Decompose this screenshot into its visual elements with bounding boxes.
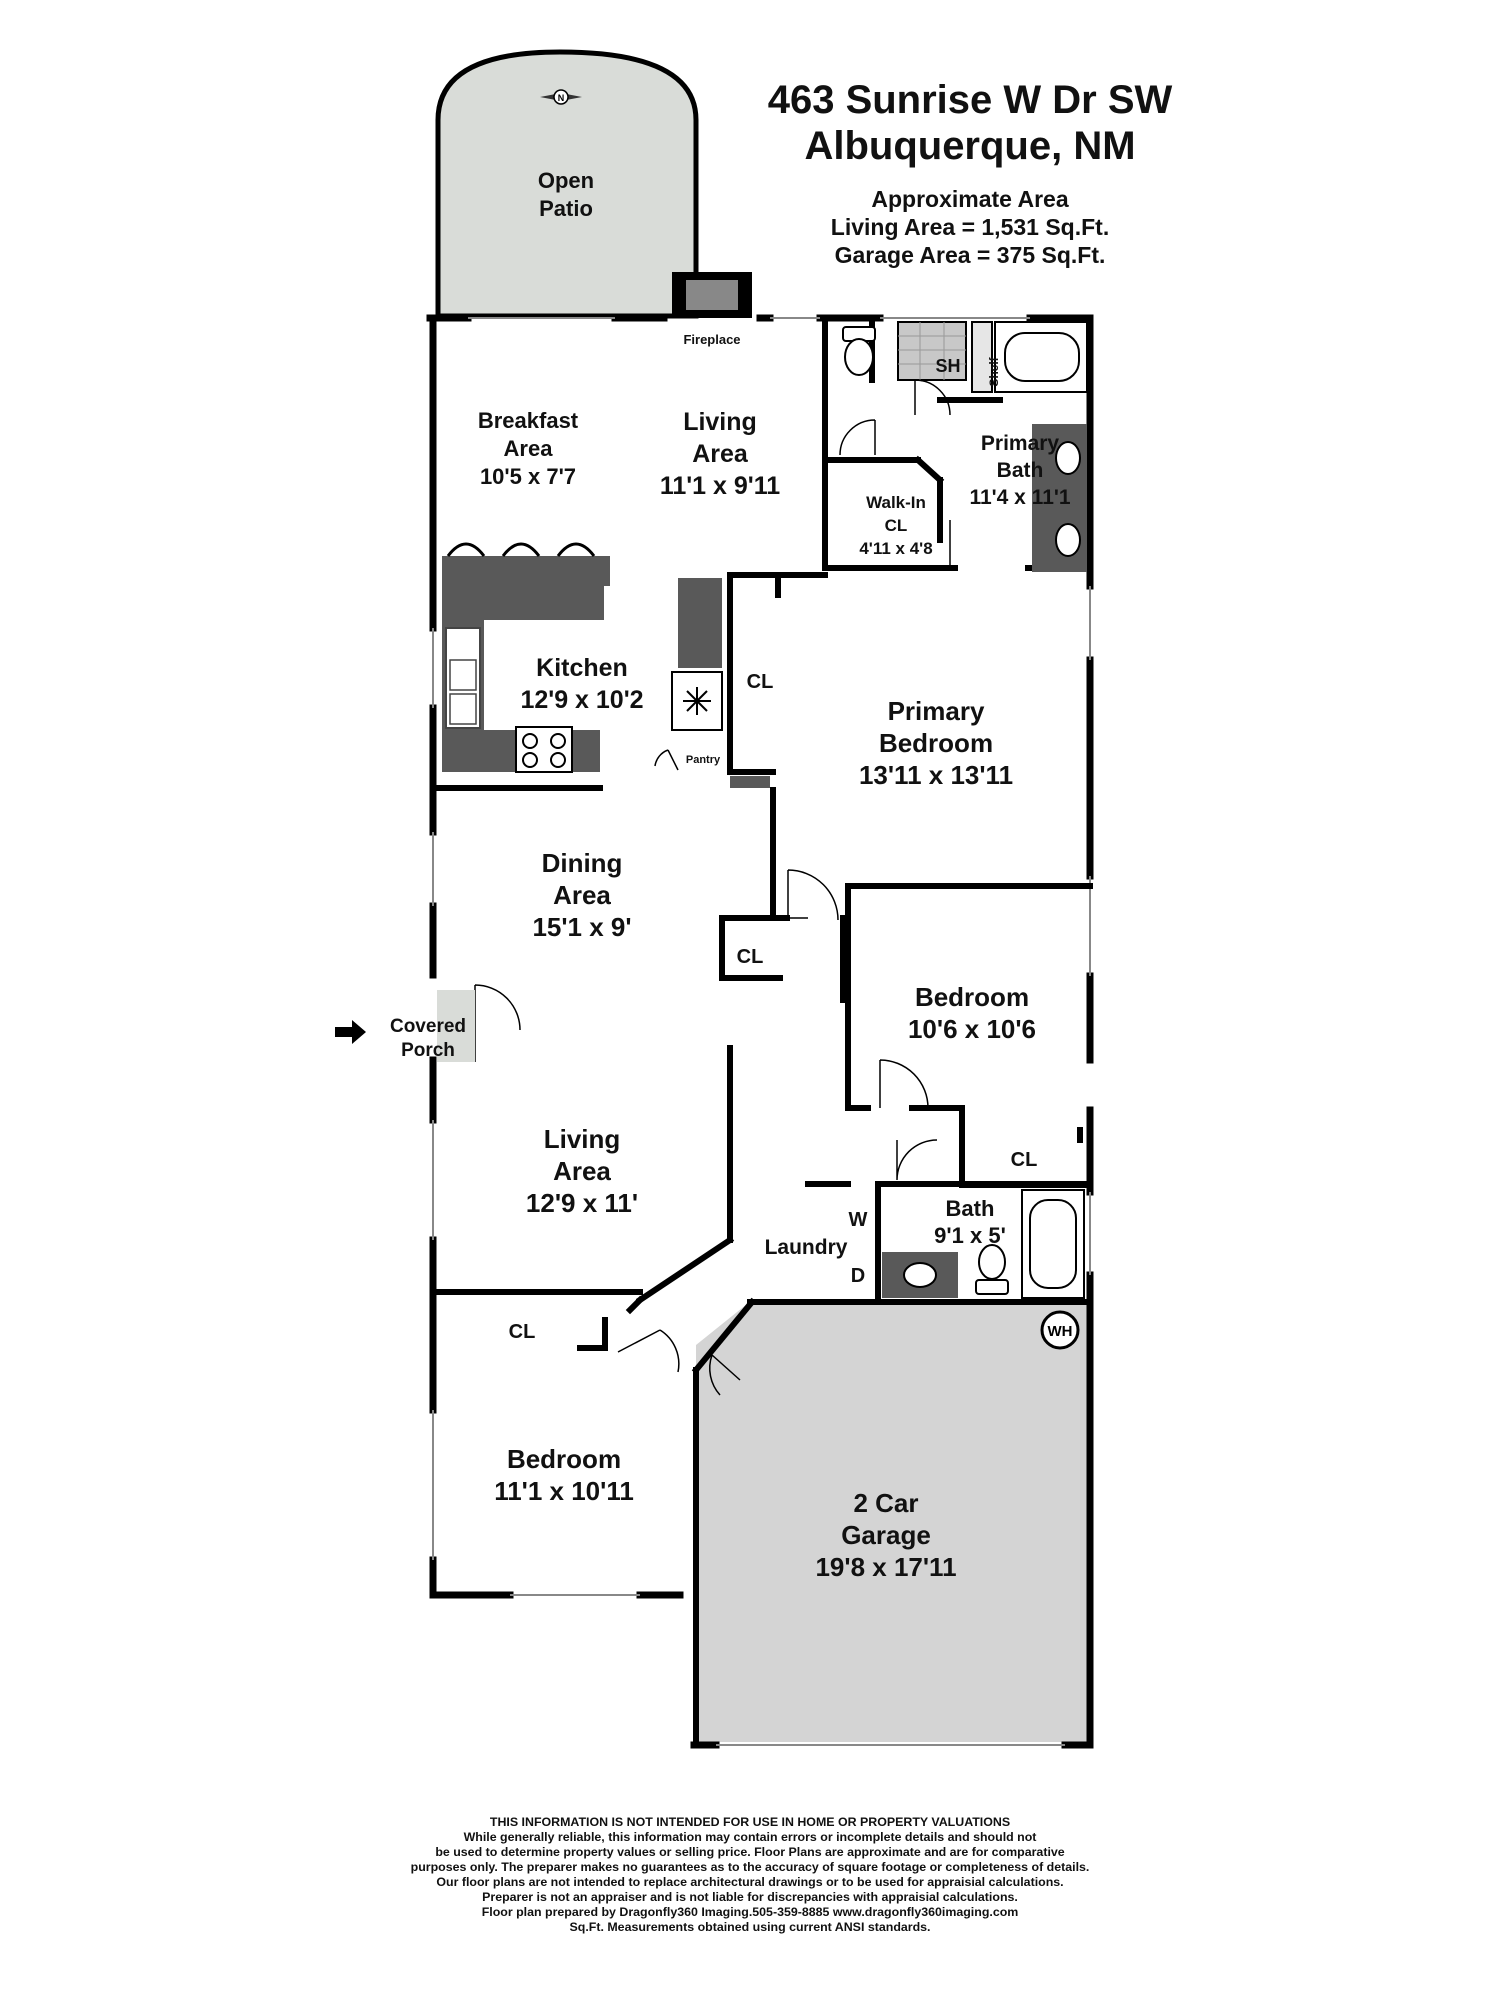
interior-walls [430,315,1093,1748]
primary-bath-label-line1: Primary [981,432,1060,455]
bedroom3-label-dimensions: 11'1 x 10'11 [494,1476,634,1506]
approximate-area-heading: Approximate Area [871,186,1069,212]
patio-label-line2: Patio [539,196,593,221]
walkin-label-line1: Walk-In [866,493,926,512]
garage-label-dimensions: 19'8 x 17'11 [815,1552,956,1582]
living-area-sqft: Living Area = 1,531 Sq.Ft. [830,214,1110,240]
water-heater-icon: WH [1040,1310,1080,1350]
primary-bath-label-line2: Bath [997,459,1044,482]
water-heater-label: WH [1048,1323,1073,1340]
primary-bath-label-dimensions: 11'4 x 11'1 [969,486,1070,509]
disclaimer-line: Our floor plans are not intended to repl… [436,1875,1064,1889]
toilet-icon [842,326,876,376]
exterior-walls [426,314,1094,1749]
hall-tub-icon [1021,1189,1085,1299]
walkin-label-dimensions: 4'11 x 4'8 [859,539,932,558]
breakfast-label-line1: Breakfast [478,408,579,433]
garage-label-line2: Garage [841,1520,931,1550]
garage-area-sqft: Garage Area = 375 Sq.Ft. [834,242,1106,268]
bath-label-dimensions: 9'1 x 5' [934,1223,1006,1248]
bath-label: Bath [946,1196,995,1221]
dining-label-line1: Dining [542,848,623,878]
garage-floor [696,1300,1090,1742]
dining-label-line2: Area [553,880,611,910]
vanity-icon [1032,424,1087,572]
entry-arrow-icon [335,1020,366,1044]
covered-porch-area [437,990,475,1062]
compass-icon: N [540,89,582,105]
kitchen-label-dimensions: 12'9 x 10'2 [520,686,643,714]
hall-toilet-icon [975,1244,1009,1295]
disclaimer-line: While generally reliable, this informati… [463,1830,1037,1844]
disclaimer-line: Preparer is not an appraiser and is not … [482,1890,1018,1904]
living-upper-label-line2: Area [692,440,749,468]
property-address-line1: 463 Sunrise W Dr SW [767,78,1173,122]
walkin-label-line2: CL [885,516,908,535]
pantry-label: Pantry [686,754,721,766]
bedroom2-closet-label: CL [1011,1149,1038,1171]
shelf-unit [971,321,993,393]
disclaimer-line: Sq.Ft. Measurements obtained using curre… [569,1920,931,1934]
shower-icon [897,321,967,381]
disclaimer-line: THIS INFORMATION IS NOT INTENDED FOR USE… [489,1815,1011,1829]
primary-bedroom-label-dimensions: 13'11 x 13'11 [859,760,1013,790]
refrigerator-icon [671,671,723,731]
dining-label-dimensions: 15'1 x 9' [532,912,631,942]
shower-label: SH [935,356,960,376]
garage-label-line1: 2 Car [853,1488,918,1518]
washer-label: W [849,1209,868,1231]
compass-north-letter: N [558,93,565,103]
open-patio-area [435,49,699,319]
property-address-line2: Albuquerque, NM [804,124,1136,168]
bedroom3-closet-label: CL [509,1321,536,1343]
window-lines [432,317,1091,1746]
covered-porch-label-line2: Porch [401,1040,455,1061]
hall-closet-label: CL [737,946,764,968]
living-lower-label-line2: Area [553,1156,611,1186]
fireplace-icon [672,272,752,318]
kitchen-sink-icon [445,627,481,729]
disclaimer-line: Floor plan prepared by Dragonfly360 Imag… [481,1905,1019,1919]
living-upper-label-line1: Living [683,408,757,436]
stove-icon [515,726,573,773]
bar-stools [446,542,596,557]
bedroom2-label-dimensions: 10'6 x 10'6 [908,1014,1036,1044]
living-upper-label-dimensions: 11'1 x 9'11 [660,472,780,500]
living-lower-label-line1: Living [544,1124,621,1154]
primary-bedroom-label-line1: Primary [888,696,985,726]
disclaimer-line: purposes only. The preparer makes no gua… [410,1860,1090,1874]
bedroom2-label: Bedroom [915,982,1029,1012]
covered-porch-label-line1: Covered [390,1016,466,1037]
dryer-label: D [851,1265,865,1287]
hall-bath-vanity-icon [882,1252,958,1298]
patio-label-line1: Open [538,168,594,193]
disclaimer-line: be used to determine property values or … [435,1845,1065,1859]
living-lower-label-dimensions: 12'9 x 11' [526,1188,638,1218]
bathtub-icon [994,321,1088,393]
bedroom3-label: Bedroom [507,1444,621,1474]
disclaimer-block: THIS INFORMATION IS NOT INTENDED FOR USE… [330,1815,1170,1935]
laundry-label: Laundry [765,1236,848,1259]
fireplace-label: Fireplace [683,332,740,347]
breakfast-label-line2: Area [504,436,554,461]
kitchen-label: Kitchen [536,654,628,682]
primary-closet-label: CL [747,671,774,693]
breakfast-label-dimensions: 10'5 x 7'7 [480,464,576,489]
shelf-label: Shelf [987,356,1001,386]
room-labels: Open Patio Fireplace Breakfast Area 10'5… [390,168,1071,1582]
primary-bedroom-label-line2: Bedroom [879,728,993,758]
